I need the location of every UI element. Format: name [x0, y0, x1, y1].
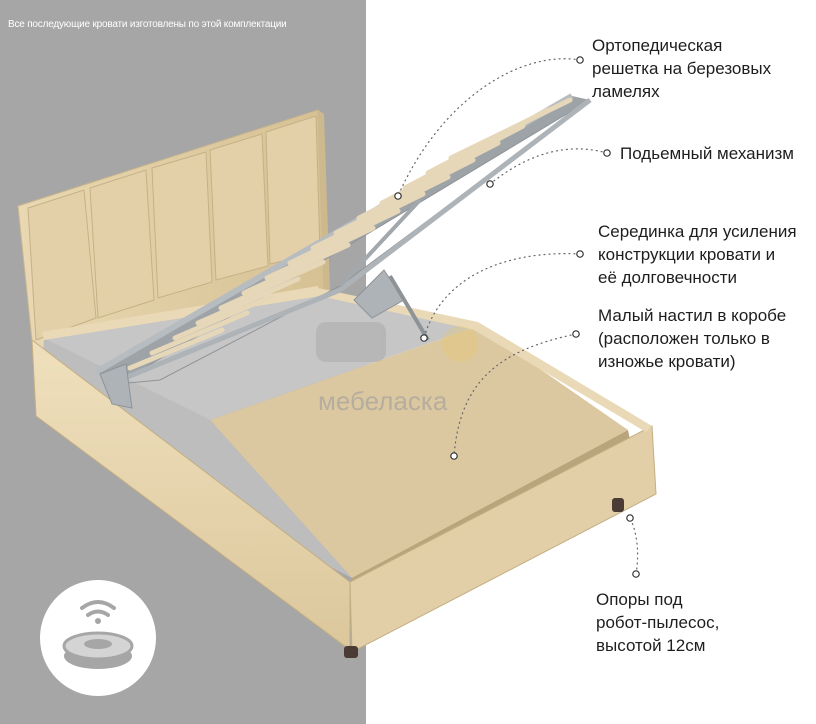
callout-floor: Малый настил в коробе (расположен только…	[598, 304, 786, 373]
callout-legs-line-2: робот-пылесос,	[596, 613, 720, 632]
callout-lift: Подьемный механизм	[620, 142, 794, 165]
callout-center-line-2: конструкции кровати и	[598, 245, 776, 264]
callout-floor-line-1: Малый настил в коробе	[598, 306, 787, 325]
callout-lift-line-1: Подьемный механизм	[620, 144, 794, 163]
callout-floor-line-2: (расположен только в	[598, 329, 770, 348]
callout-slats-line-1: Ортопедическая	[592, 36, 723, 55]
callout-floor-line-3: изножье кровати)	[598, 352, 736, 371]
callout-slats: Ортопедическая решетка на березовых ламе…	[592, 34, 771, 103]
leader-endpoints	[394, 56, 640, 578]
watermark-logo	[316, 322, 478, 362]
bed-legs	[344, 498, 624, 658]
callout-legs-line-1: Опоры под	[596, 590, 683, 609]
leader-lines	[397, 58, 639, 575]
robot-vacuum-icon	[40, 580, 156, 696]
callout-center-line-1: Серединка для усиления	[598, 222, 797, 241]
top-note: Все последующие кровати изготовлены по э…	[8, 19, 287, 30]
callout-slats-line-3: ламелях	[592, 82, 660, 101]
callout-legs: Опоры под робот-пылесос, высотой 12см	[596, 588, 719, 657]
slat-frame	[94, 93, 592, 385]
bed-frame	[31, 286, 657, 653]
watermark-text: мебеласка	[318, 386, 448, 416]
callout-slats-line-2: решетка на березовых	[592, 59, 772, 78]
callout-center-line-3: её долговечности	[598, 268, 738, 287]
wifi-signal-icon	[80, 600, 116, 617]
callout-legs-line-3: высотой 12см	[596, 636, 706, 655]
lift-mechanism	[99, 269, 430, 409]
callout-center: Серединка для усиления конструкции крова…	[598, 220, 797, 289]
